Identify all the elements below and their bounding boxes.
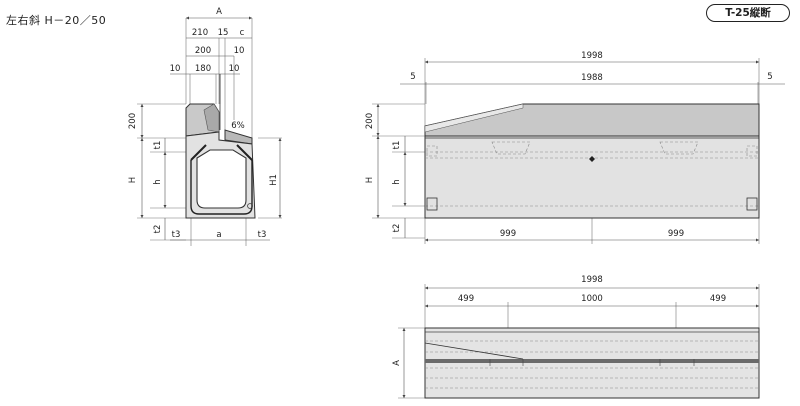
side-dim-5-right: 5 [767,72,772,82]
cs-slope: 6% [231,121,245,131]
drawing-title: 左右斜 H－20／50 [6,14,107,27]
cs-dim-t3-right: t3 [258,230,267,240]
side-dim-t2: t2 [392,224,402,233]
plan-dim-499-left: 499 [458,294,474,304]
cs-dim-t2: t2 [153,225,163,234]
side-dim-999-left: 999 [500,229,516,239]
cs-dim-a: a [216,230,221,240]
cs-dim-c: c [240,28,245,38]
side-dim-5-left: 5 [410,72,415,82]
cs-dim-180: 180 [195,64,211,74]
plan-dim-A: A [392,360,402,366]
side-dim-1998: 1998 [581,51,603,61]
cs-dim-H1: H1 [269,174,279,186]
side-dim-H: H [365,177,375,183]
cs-dim-210: 210 [192,28,208,38]
cs-dim-t3-left: t3 [172,230,181,240]
cs-dim-200-vertical: 200 [128,113,138,129]
cs-dim-10-right: 10 [229,64,240,74]
drawing-code-badge: T-25縦断 [706,4,790,22]
cross-section-view: A 210 15 c 200 10 10 180 10 200 6% t1 H … [128,7,282,246]
cs-dim-200: 200 [195,46,211,56]
cs-dim-H: H [128,177,138,183]
cs-dim-10-left: 10 [170,64,181,74]
cs-dim-15: 15 [218,28,229,38]
side-elevation-view: 1998 5 1988 5 200 t1 H h t2 999 999 [365,51,785,244]
side-dim-h: h [392,179,402,184]
cs-dim-10: 10 [234,46,245,56]
plan-dim-1000: 1000 [581,294,603,304]
cs-dim-h: h [153,179,163,184]
cs-dim-t1: t1 [153,141,163,150]
side-dim-t1: t1 [392,141,402,150]
side-dim-200: 200 [365,113,375,129]
plan-dim-1998: 1998 [581,275,603,285]
cs-dim-A: A [216,7,222,17]
plan-view: 1998 499 1000 499 A [392,275,760,399]
side-dim-1988: 1988 [581,73,603,83]
side-dim-999-right: 999 [668,229,684,239]
plan-dim-499-right: 499 [710,294,726,304]
